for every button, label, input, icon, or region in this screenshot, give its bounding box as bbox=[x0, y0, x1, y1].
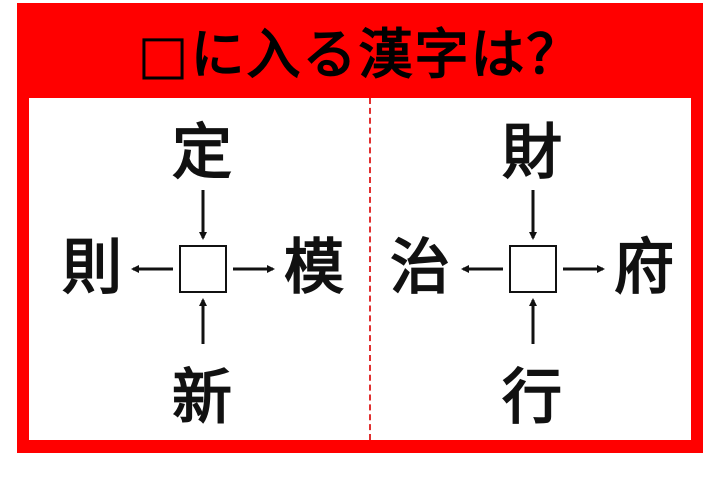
puzzle1-answer-box[interactable] bbox=[179, 245, 227, 293]
puzzle2-top-kanji: 財 bbox=[502, 118, 562, 188]
puzzle1-right-kanji: 模 bbox=[284, 233, 344, 303]
puzzle2-left-kanji: 治 bbox=[390, 233, 450, 303]
puzzle-frame: □に入る漢字は？ 定 則 模 新 財 治 府 行 bbox=[17, 3, 703, 453]
puzzle2-bottom-kanji: 行 bbox=[502, 363, 562, 433]
puzzle1-left-kanji: 則 bbox=[62, 233, 122, 303]
puzzle1-bottom-kanji: 新 bbox=[172, 363, 232, 433]
puzzle-title: □に入る漢字は？ bbox=[137, 22, 583, 86]
puzzle2-right-kanji: 府 bbox=[614, 233, 674, 303]
center-divider bbox=[369, 98, 371, 440]
puzzle1-top-kanji: 定 bbox=[172, 118, 232, 188]
puzzle2-arrows bbox=[461, 190, 605, 344]
puzzle-board: 定 則 模 新 財 治 府 行 bbox=[29, 98, 691, 440]
puzzle2-answer-box[interactable] bbox=[509, 245, 557, 293]
puzzle1-arrows bbox=[131, 190, 275, 344]
arrows-layer bbox=[131, 190, 605, 344]
